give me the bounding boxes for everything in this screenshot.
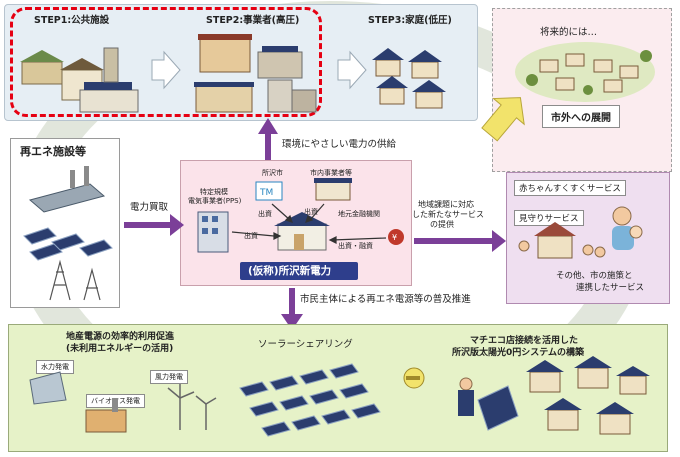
other-service-line2: 連携したサービス	[576, 283, 645, 293]
mother-child-icon	[612, 206, 643, 250]
step3-label: STEP3:家庭(低圧)	[368, 15, 452, 26]
company-name-badge	[240, 262, 358, 280]
wind-label: 風力発電	[150, 370, 188, 384]
promotion-label: 市民主体による再エネ電源等の普及推進	[300, 294, 471, 305]
city-label: 所沢市	[262, 169, 283, 177]
pps-label-line2: 電気事業者(PPS)	[188, 197, 242, 205]
other-service-line1: その他、市の施策と	[556, 271, 633, 281]
invest-finance-label: 出資・融資	[338, 242, 373, 250]
wind-turbine-icon	[167, 384, 217, 430]
biomass-plant-icon	[85, 398, 127, 433]
svg-text:TM: TM	[259, 188, 273, 198]
machieco-line1: マチエコ店接続を活用した	[470, 336, 579, 346]
supply-label: 環境にやさしい電力の供給	[282, 139, 397, 150]
city-logo-icon: TM	[255, 181, 283, 201]
business-building-icon	[194, 34, 317, 113]
local-business-icon	[314, 178, 352, 201]
machieco-line2: 所沢版太陽光0円システムの構築	[452, 348, 584, 358]
family-house-icon	[534, 222, 576, 259]
future-label: 将来的には…	[540, 27, 598, 38]
svg-text:¥: ¥	[392, 233, 397, 242]
invest-label-2: 出資	[304, 208, 318, 216]
solar-houses-icon	[526, 356, 650, 435]
effective-use-line2: (未利用エネルギーの活用)	[66, 344, 174, 354]
key-badge-icon	[403, 367, 425, 389]
step2-label: STEP2:事業者(高圧)	[206, 15, 300, 26]
step1-label: STEP1:公共施設	[34, 15, 110, 26]
local-business-label: 市内事業者等	[310, 169, 352, 177]
public-building-icon	[20, 47, 139, 113]
invest-label-1: 出資	[258, 210, 272, 218]
watch-service-label: 見守りサービス	[514, 210, 584, 226]
pps-building-icon	[197, 211, 229, 253]
finance-label: 地元金融機関	[338, 210, 380, 218]
solar-sharing-field-icon	[239, 363, 381, 437]
company-name: (仮称)所沢新電力	[248, 265, 332, 277]
solar-sharing-label: ソーラーシェアリング	[258, 339, 353, 350]
new-power-company-building-icon	[274, 212, 330, 251]
invest-label-3: 出資	[244, 232, 258, 240]
purchase-label: 電力買取	[130, 202, 169, 213]
hydro-dam-icon	[29, 371, 67, 405]
house-icon	[372, 48, 446, 109]
service-provision-line3: の提供	[430, 220, 454, 229]
service-provision-line1: 地域課題に対応	[418, 200, 474, 209]
bank-icon: ¥	[388, 229, 404, 245]
effective-use-line1: 地産電源の効率的利用促進	[66, 332, 175, 342]
service-provision-line2: した新たなサービス	[412, 210, 484, 219]
expand-label: 市外への展開	[542, 105, 620, 128]
worker-icon	[458, 377, 474, 416]
renewables-title: 再エネ施設等	[20, 145, 86, 158]
baby-service-label: 赤ちゃんすくすくサービス	[514, 180, 626, 196]
step1-2-highlight-box	[10, 7, 322, 117]
solar-panel-icon	[477, 385, 519, 431]
people-icon	[518, 240, 606, 258]
pps-label-line1: 特定規模	[200, 188, 228, 196]
